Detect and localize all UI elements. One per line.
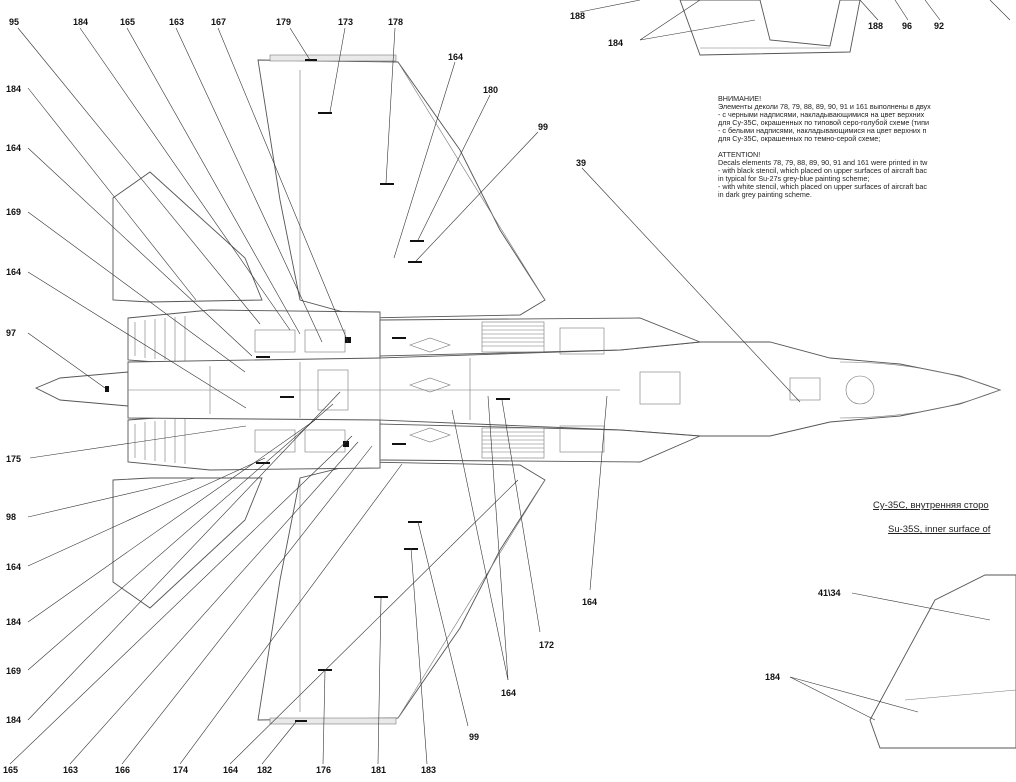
inset-caption-en: Su-35S, inner surface of (888, 524, 991, 535)
callout-label: 163 (63, 765, 78, 775)
notice-en-line: in dark grey painting scheme. (718, 190, 812, 199)
callout-label: 183 (421, 765, 436, 775)
callout-label: 164 (6, 562, 21, 572)
callout-label: 176 (316, 765, 331, 775)
callout-label: 167 (211, 17, 226, 27)
upper-intake (379, 317, 701, 357)
nose-gear-bay (845, 375, 875, 405)
callout-label: 164 (6, 267, 21, 277)
callout-label: 97 (6, 328, 16, 338)
notice-en-line: Decals elements 78, 79, 88, 89, 90, 91 a… (718, 158, 928, 167)
lower-wingtip-rail (269, 717, 397, 725)
callout-label: 188 (868, 21, 883, 31)
callout-label: 184 (608, 38, 623, 48)
callout-label: 175 (6, 454, 21, 464)
intake-grille-hatching (481, 321, 605, 459)
upper-engine-nacelle (127, 309, 381, 367)
callout-label: 180 (483, 85, 498, 95)
upper-stabilizer (112, 171, 263, 303)
callout-label: 95 (9, 17, 19, 27)
nose-cone (839, 361, 1001, 419)
callout-label: 39 (576, 158, 586, 168)
callout-label: 188 (570, 11, 585, 21)
callout-label: 164 (223, 765, 238, 775)
callout-label: 169 (6, 207, 21, 217)
callout-label: 179 (276, 17, 291, 27)
callout-label: 99 (538, 122, 548, 132)
notice-en-line: - with white stencil, which placed on up… (718, 182, 927, 191)
callout-label: 178 (388, 17, 403, 27)
notice-ru-heading: ВНИМАНИЕ! (718, 95, 762, 103)
callout-labels-top-right: 188 188 96 92 184 (570, 11, 944, 48)
decal-notice: ВНИМАНИЕ! Элементы деколи 78, 79, 88, 89… (718, 95, 1016, 199)
notice-en-line: - with black stencil, which placed on up… (718, 166, 927, 175)
upper-wing (257, 59, 546, 319)
callout-labels-top: 95 184 165 163 167 179 173 178 (9, 17, 403, 27)
notice-ru-line: для Су-35С, окрашенных по типовой серо-г… (718, 118, 929, 127)
aircraft-outline (34, 54, 1002, 725)
callout-label: 174 (173, 765, 188, 775)
callout-label: 164 (582, 597, 597, 607)
callout-label: 41\34 (818, 588, 841, 598)
callout-label: 164 (501, 688, 516, 698)
callout-label: 98 (6, 512, 16, 522)
callout-label: 92 (934, 21, 944, 31)
callout-label: 172 (539, 640, 554, 650)
tail-boom (34, 371, 129, 407)
lower-engine-nacelle (127, 413, 381, 471)
callout-label: 163 (169, 17, 184, 27)
callout-label: 182 (257, 765, 272, 775)
callout-label: 164 (6, 143, 21, 153)
callout-label: 99 (469, 732, 479, 742)
callout-labels-interior: 164 180 99 39 164 172 164 99 41\34 184 (448, 52, 841, 742)
leader-lines (9, 0, 1011, 765)
notice-ru-line: - с черными надписями, накладывающимися … (718, 110, 925, 119)
inset-caption-ru: Су-35С, внутренняя сторо (873, 500, 989, 511)
callout-label: 166 (115, 765, 130, 775)
notice-ru-line: - с белыми надписями, накладывающимися н… (718, 126, 927, 135)
inset-top-right-partial (679, 0, 861, 56)
callout-label: 173 (338, 17, 353, 27)
callout-label: 181 (371, 765, 386, 775)
nose-hatch (789, 377, 821, 401)
upper-wingtip-rail (269, 54, 397, 62)
notice-en-line: in typical for Su-27s grey-blue painting… (718, 174, 870, 183)
callout-label: 96 (902, 21, 912, 31)
lower-intake (379, 423, 701, 463)
callout-label: 184 (6, 617, 21, 627)
notice-en-heading: ATTENTION! (718, 150, 761, 159)
lower-wing (257, 461, 546, 721)
callout-label: 165 (120, 17, 135, 27)
panel-lines (128, 329, 681, 453)
callout-label: 184 (765, 672, 780, 682)
notice-ru-line: для Су-35С, окрашенных по темно-серой сх… (718, 134, 881, 143)
notice-ru-line: Элементы деколи 78, 79, 88, 89, 90, 91 и… (718, 102, 931, 111)
callout-label: 169 (6, 666, 21, 676)
callout-labels-left: 184 164 169 164 97 175 98 164 184 169 18… (6, 84, 21, 725)
callout-label: 184 (6, 84, 21, 94)
callout-labels-bottom: 165 163 166 174 164 182 176 181 183 (3, 765, 436, 775)
engine-nozzle-hatching (134, 316, 186, 464)
callout-label: 164 (448, 52, 463, 62)
callout-label: 184 (73, 17, 88, 27)
callout-label: 184 (6, 715, 21, 725)
callout-label: 165 (3, 765, 18, 775)
